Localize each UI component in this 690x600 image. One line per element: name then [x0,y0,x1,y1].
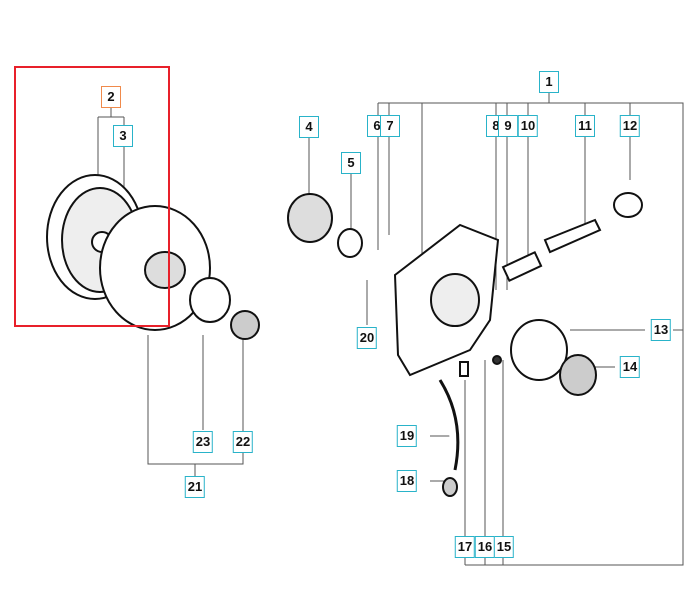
callout-15[interactable]: 15 [493,536,515,558]
callout-4[interactable]: 4 [299,116,319,138]
selection-box [14,66,170,327]
callout-9[interactable]: 9 [498,115,518,137]
callout-1[interactable]: 1 [539,71,559,93]
callout-13[interactable]: 13 [650,319,672,341]
callout-7[interactable]: 7 [380,115,400,137]
callout-14[interactable]: 14 [619,356,641,378]
callout-23[interactable]: 23 [192,431,214,453]
callout-11[interactable]: 11 [575,115,595,137]
callout-5[interactable]: 5 [341,152,361,174]
callout-19[interactable]: 19 [396,425,418,447]
callout-10[interactable]: 10 [517,115,539,137]
callout-3[interactable]: 3 [113,125,133,147]
callout-16[interactable]: 16 [474,536,496,558]
callout-17[interactable]: 17 [454,536,476,558]
callout-22[interactable]: 22 [232,431,254,453]
callout-18[interactable]: 18 [396,470,418,492]
callout-21[interactable]: 21 [184,476,206,498]
callout-20[interactable]: 20 [356,327,378,349]
callout-12[interactable]: 12 [619,115,641,137]
callout-2[interactable]: 2 [101,86,121,108]
